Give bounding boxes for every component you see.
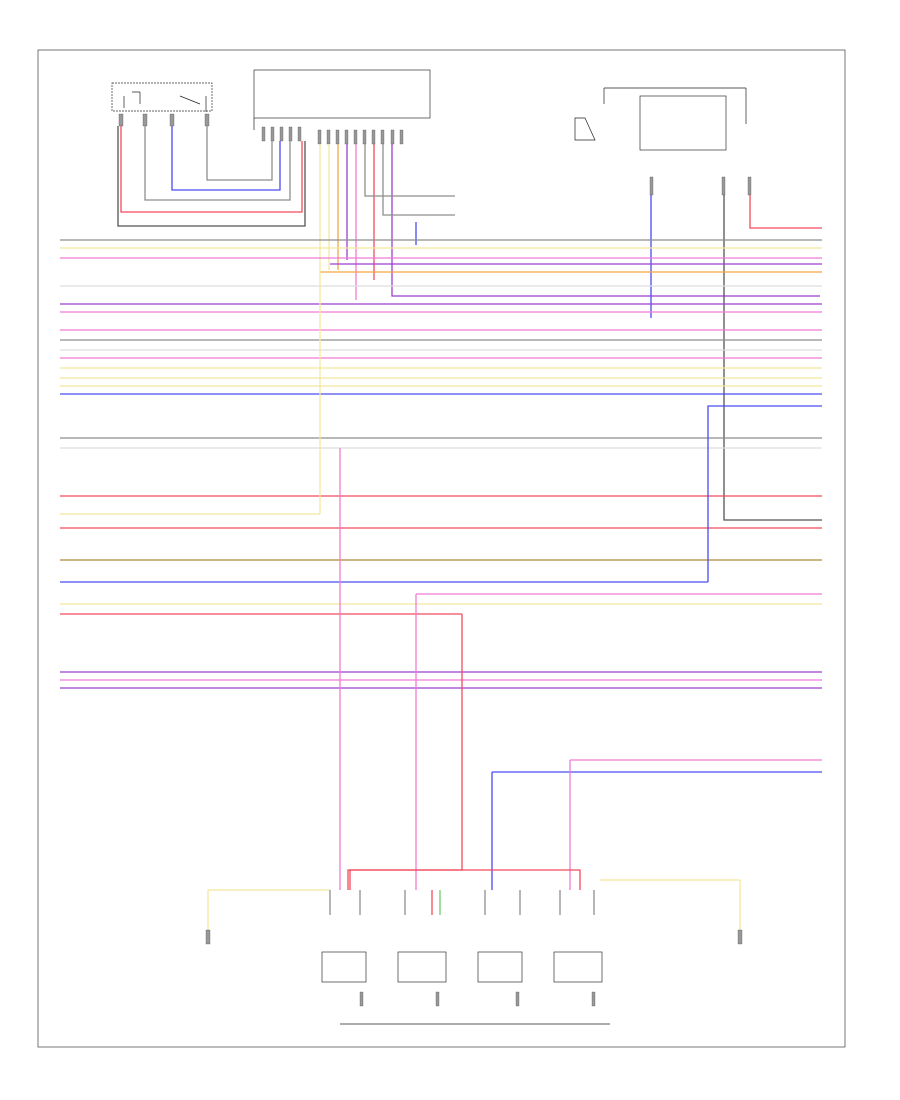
top-right-module [574, 87, 752, 196]
diagram-frame [37, 49, 846, 1048]
switch-3 [477, 951, 523, 983]
upper-vertical-wires [117, 126, 822, 521]
switch-4 [553, 951, 603, 983]
cluster-connector-pins [261, 126, 404, 145]
horizontal-wire-bus [60, 239, 822, 773]
switch-2 [397, 951, 447, 983]
sensor-right-connector [737, 929, 743, 945]
instrument-cluster-module [253, 69, 431, 145]
fuel-level-sender [111, 82, 213, 127]
sensor-left-connector [205, 929, 211, 945]
switch-1 [321, 951, 367, 983]
bus-cross-links [319, 270, 822, 890]
bottom-components [205, 869, 743, 1025]
